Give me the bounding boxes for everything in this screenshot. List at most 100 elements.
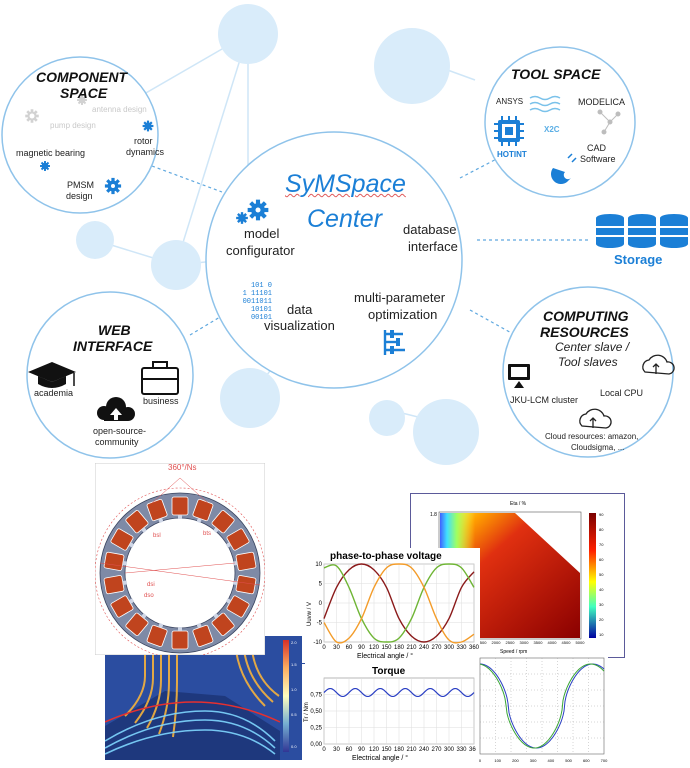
x-tick-label: 330 [456, 645, 467, 651]
y-tick-label: 0 [319, 601, 323, 607]
network-icon [597, 109, 621, 135]
tool-space-circle [484, 46, 636, 198]
briefcase-icon [141, 361, 179, 395]
x-tick-label: 0 [479, 758, 482, 763]
x-tick-label: 360 [469, 645, 480, 651]
x-tick-label: 3500 [534, 640, 544, 645]
center-circle [205, 131, 463, 389]
stator-slot [125, 510, 149, 534]
colorbar-tick-label: 50 [599, 572, 604, 577]
multi-parameter-label-1: multi-parameter [354, 290, 446, 305]
waveform-series-line [479, 663, 605, 749]
stator-slot-opening [225, 542, 232, 548]
gear-icon [40, 161, 50, 171]
stator-slot-opening [232, 560, 238, 566]
x-tick-label: 300 [530, 758, 537, 763]
stator-slot-opening [141, 527, 147, 533]
efficiency-map-ytick: 1.8 [430, 512, 437, 518]
torque-chart-title: Torque [372, 666, 406, 677]
local-cpu-label: Local CPU [600, 388, 644, 398]
magnet-icon [551, 153, 577, 185]
stator-slot-opening [213, 527, 219, 533]
waveform-series-line [479, 663, 605, 749]
colorbar-tick-label: 40 [599, 587, 604, 592]
x-tick-label: 300 [444, 645, 455, 651]
efficiency-map-xlabel: Speed / rpm [500, 649, 527, 655]
x-tick-label: 3000 [520, 640, 530, 645]
stator-slot [110, 528, 135, 551]
cad-label-2: Software [580, 154, 616, 164]
binary-line: 0011011 [242, 298, 272, 306]
stator-slot-opening [158, 517, 164, 523]
stator-slot-opening [232, 580, 238, 586]
stator-slot-winding [235, 551, 257, 571]
stator-slot-winding [192, 499, 214, 522]
x-tick-label: 330 [456, 747, 467, 753]
x-tick-label: 120 [369, 645, 380, 651]
cad-label-1: CAD [587, 143, 607, 153]
x-tick-label: 90 [358, 747, 365, 753]
stator-slot-winding [110, 595, 134, 618]
stator-slot-opening [122, 580, 128, 586]
x-tick-label: 60 [346, 645, 353, 651]
x-tick-label: 150 [381, 747, 392, 753]
colorbar-tick-label: 10 [599, 632, 604, 637]
pmsm-label-1: PMSM [67, 180, 94, 190]
cloud-label-1: Cloud resources: amazon, [545, 432, 639, 441]
monitor-icon [508, 364, 530, 388]
colorbar-tick-label: 60 [599, 557, 604, 562]
efficiency-map-title: Eta / % [510, 501, 527, 507]
stator-slot-winding [103, 575, 125, 595]
voltage-chart-xlabel: Electrical angle / ° [357, 652, 413, 660]
colorbar-tick-label: 90 [599, 512, 604, 517]
web-interface-title-1: WEB [98, 322, 131, 338]
data-visualization-label-1: data [287, 302, 313, 317]
storage-icon [596, 214, 688, 248]
cluster-label: JKU-LCM cluster [510, 395, 579, 405]
pump-design-label: pump design [50, 121, 96, 130]
y-tick-label: 5 [319, 582, 323, 588]
x-tick-label: 2500 [506, 640, 516, 645]
stator-slot-winding [103, 551, 125, 571]
stator-slot [211, 510, 235, 534]
stator-slot [103, 551, 128, 571]
model-configurator-label-2: configurator [226, 243, 295, 258]
stator-dsi-label: dsi [147, 582, 155, 588]
stator-slot [192, 623, 214, 647]
x-tick-label: 4000 [548, 640, 558, 645]
x-tick-label: 240 [419, 747, 430, 753]
x-tick-label: 270 [431, 747, 442, 753]
component-space-circle [1, 56, 159, 214]
rotor-dynamics-label-2: dynamics [126, 147, 165, 157]
colorbar-tick-label: 30 [599, 602, 604, 607]
cloud-upload-outline-icon [579, 408, 612, 429]
torque-chart-xlabel: Electrical angle / ° [352, 754, 408, 762]
computing-title-1: COMPUTING [543, 308, 629, 324]
stator-slot [103, 575, 128, 595]
x-tick-label: 90 [358, 645, 365, 651]
web-interface-circle [26, 291, 194, 459]
x-tick-label: 400 [548, 758, 555, 763]
waves-icon [529, 95, 561, 113]
bubble [218, 4, 278, 64]
voltage-chart: phase-to-phase voltage Uuvw / V Electric… [302, 548, 480, 663]
stator-slot-winding [125, 612, 149, 636]
x-tick-label: 300 [444, 747, 455, 753]
stator-slot [110, 595, 135, 618]
x2c-label: X2C [544, 125, 560, 134]
x-tick-label: 600 [583, 758, 590, 763]
magnetic-bearing-label: magnetic bearing [16, 148, 86, 158]
x-tick-label: 120 [369, 747, 380, 753]
stator-slot-winding [125, 510, 149, 534]
x-tick-label: 1500 [478, 640, 488, 645]
model-configurator-label-1: model [244, 226, 280, 241]
x-tick-label: 30 [333, 645, 340, 651]
stator-slot [225, 595, 250, 618]
stator-slot-winding [226, 528, 250, 551]
stator-slot [171, 496, 189, 519]
cloud-upload-icon [97, 397, 135, 421]
colorbar-tick-label: 80 [599, 527, 604, 532]
ansys-label: ANSYS [496, 97, 524, 106]
